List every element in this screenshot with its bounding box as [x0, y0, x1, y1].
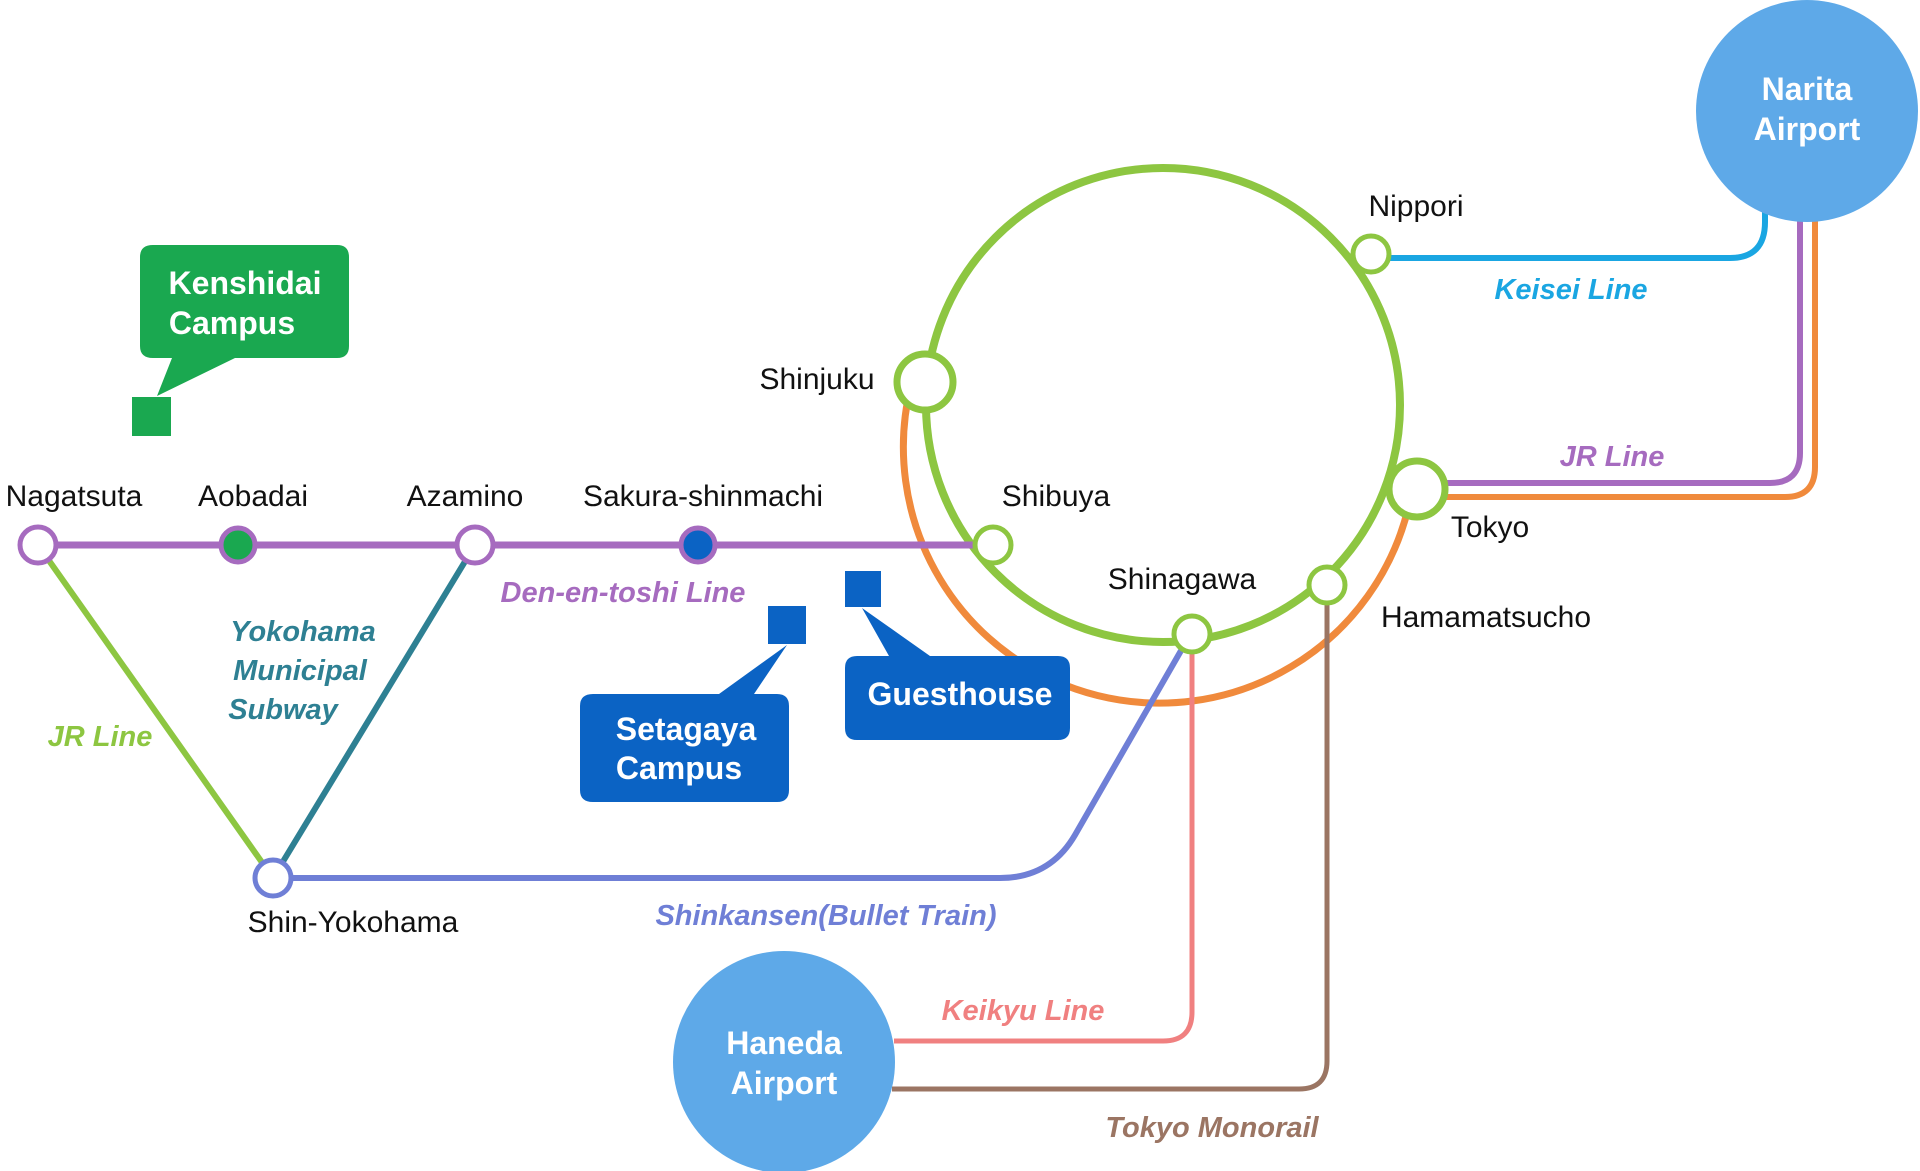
kenshidai-campus-label-1: Kenshidai [169, 265, 322, 301]
station-marker-aobadai[interactable] [218, 525, 258, 565]
station-label-hamamatsucho: Hamamatsucho [1381, 601, 1591, 634]
keisei-line [1371, 212, 1768, 261]
station-marker-shinjuku[interactable] [893, 350, 957, 414]
guesthouse-square-marker [845, 571, 881, 607]
line-label-den-en-toshi: Den-en-toshi Line [501, 577, 746, 609]
haneda-airport-label-1: Haneda [726, 1025, 842, 1061]
line-label-keikyu: Keikyu Line [942, 995, 1105, 1027]
guesthouse-callout[interactable] [845, 608, 1070, 740]
narita-airport-label-2: Airport [1754, 111, 1861, 147]
guesthouse-label: Guesthouse [868, 676, 1053, 712]
jr-orange-arc [899, 384, 1412, 707]
station-marker-nagatsuta[interactable] [17, 524, 59, 566]
station-marker-tokyo[interactable] [1385, 457, 1449, 521]
station-marker-shin-yokohama[interactable] [252, 857, 294, 899]
station-marker-shibuya[interactable] [972, 524, 1014, 566]
kenshidai-callout[interactable] [140, 245, 349, 396]
jr-line-nagatsuta-shinyokohama [35, 543, 276, 880]
station-marker-hamamatsucho[interactable] [1306, 564, 1348, 606]
tokyo-monorail-line [892, 590, 1330, 1092]
shinkansen-line [273, 633, 1193, 881]
narita-airport-label-1: Narita [1762, 71, 1853, 107]
station-label-azamino: Azamino [407, 480, 524, 513]
jr-orange-tokyo-narita [1408, 214, 1818, 500]
setagaya-square-marker [768, 606, 806, 644]
station-label-nippori: Nippori [1368, 190, 1463, 223]
line-label-shinkansen: Shinkansen(Bullet Train) [655, 900, 996, 932]
station-label-shinagawa: Shinagawa [1108, 563, 1257, 596]
jr-line-tokyo-narita [1420, 220, 1803, 486]
setagaya-callout[interactable] [580, 645, 789, 802]
station-label-aobadai: Aobadai [198, 480, 308, 513]
keikyu-line [894, 640, 1195, 1044]
haneda-airport-label-2: Airport [731, 1065, 838, 1101]
line-label-yokohama-subway-3: Subway [228, 694, 339, 726]
station-label-nagatsuta: Nagatsuta [6, 480, 143, 513]
station-label-shin-yokohama: Shin-Yokohama [248, 906, 459, 939]
line-label-keisei: Keisei Line [1494, 274, 1647, 306]
setagaya-campus-label-1: Setagaya [616, 711, 757, 747]
haneda-airport-circle [673, 951, 895, 1171]
kenshidai-campus-label-2: Campus [169, 305, 295, 341]
line-label-tokyo-monorail: Tokyo Monorail [1105, 1112, 1319, 1144]
yokohama-subway-line [270, 543, 478, 880]
narita-airport-circle [1696, 0, 1918, 222]
kenshidai-square-marker [132, 397, 171, 436]
setagaya-campus-label-2: Campus [616, 750, 742, 786]
station-marker-azamino[interactable] [454, 524, 496, 566]
line-label-yokohama-subway-1: Yokohama [230, 616, 376, 648]
station-marker-nippori[interactable] [1350, 233, 1392, 275]
line-label-jr-west: JR Line [48, 721, 153, 753]
station-marker-sakura-shinmachi[interactable] [678, 525, 718, 565]
station-label-sakura-shinmachi: Sakura-shinmachi [583, 480, 823, 513]
line-label-jr-east: JR Line [1560, 441, 1665, 473]
line-label-yokohama-subway-2: Municipal [233, 655, 368, 687]
station-label-tokyo: Tokyo [1451, 511, 1529, 544]
station-label-shibuya: Shibuya [1002, 480, 1111, 513]
station-marker-shinagawa[interactable] [1171, 613, 1213, 655]
station-label-shinjuku: Shinjuku [759, 363, 874, 396]
